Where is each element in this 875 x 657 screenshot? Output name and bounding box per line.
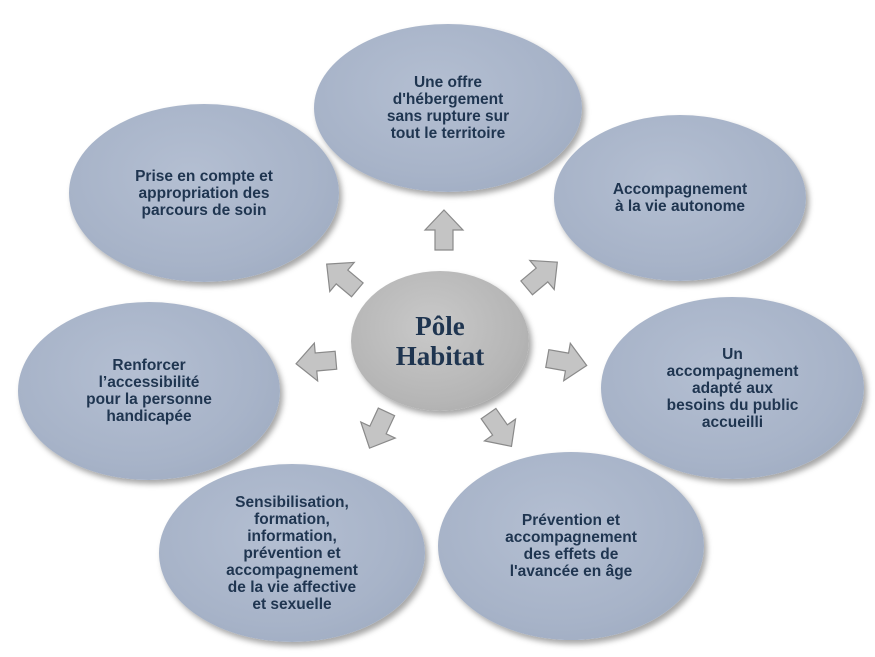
arrow-down-right	[469, 399, 530, 460]
petal-accessibilite: Renforcer l’accessibilité pour la person…	[18, 302, 280, 480]
hub-pole-habitat: Pôle Habitat	[351, 271, 529, 411]
petal-hebergement: Une offre d'hébergement sans rupture sur…	[314, 24, 582, 192]
petal-parcours-de-soin: Prise en compte et appropriation des par…	[69, 104, 339, 282]
petal-label: Renforcer l’accessibilité pour la person…	[86, 357, 212, 425]
arrow-left	[292, 338, 340, 386]
petal-sensibilisation: Sensibilisation, formation, information,…	[159, 464, 425, 642]
petal-avancee-en-age: Prévention et accompagnement des effets …	[438, 452, 704, 640]
petal-accompagnement-adapte: Un accompagnement adapté aux besoins du …	[601, 297, 864, 479]
petal-label: Sensibilisation, formation, information,…	[226, 493, 358, 613]
arrow-right	[542, 337, 593, 388]
petal-vie-autonome: Accompagnement à la vie autonome	[554, 115, 806, 281]
petal-label: Un accompagnement adapté aux besoins du …	[666, 345, 799, 431]
petal-label: Accompagnement à la vie autonome	[612, 181, 748, 215]
arrow-up-left	[311, 246, 373, 308]
arrow-up-right	[511, 244, 573, 306]
petal-label: Prise en compte et appropriation des par…	[135, 167, 273, 219]
petal-label: Une offre d'hébergement sans rupture sur…	[386, 74, 510, 142]
arrow-up	[422, 208, 466, 252]
arrow-down-left	[349, 401, 407, 459]
hub-label: Pôle Habitat	[395, 311, 485, 371]
petal-label: Prévention et accompagnement des effets …	[505, 512, 637, 580]
